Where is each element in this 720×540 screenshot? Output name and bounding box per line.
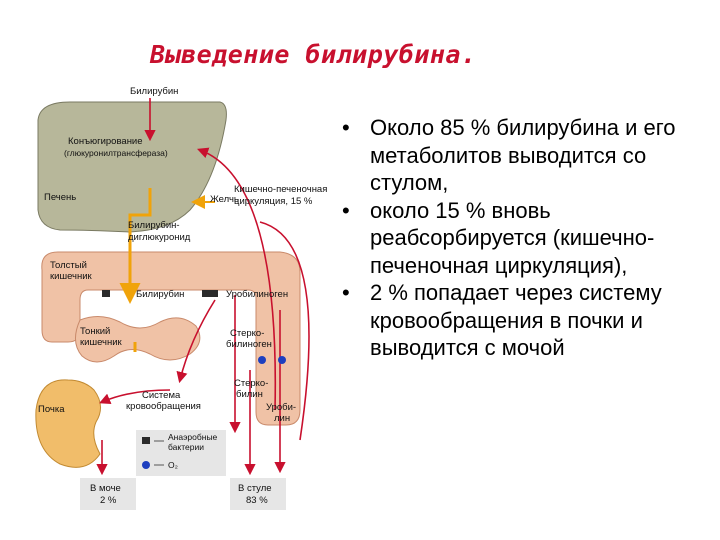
bullet-item: • около 15 % вновь реабсорбируется (кише… [336, 197, 716, 280]
label-stercobilinogen-2: билиноген [226, 339, 272, 350]
bullet-text: около 15 % вновь реабсорбируется (кишечн… [370, 197, 655, 278]
label-stool-2: 83 % [246, 495, 268, 506]
label-stercobilin-2: билин [236, 389, 263, 400]
label-circulation-1: Система [142, 390, 181, 401]
large-intestine-shape [41, 251, 301, 426]
legend-oxygen-label: O₂ [168, 460, 178, 470]
oxygen-marker [278, 356, 286, 364]
oxygen-marker [258, 356, 266, 364]
label-circulation-2: кровообращения [126, 401, 201, 412]
bile-flow-arrow [119, 188, 152, 304]
label-bilirubin-mid: Билирубин [136, 289, 184, 300]
legend-bacteria-label-2: бактерии [168, 442, 204, 452]
label-urobilin-1: Уроби- [266, 402, 296, 413]
label-kidney: Почка [38, 404, 65, 415]
label-bilirubin-top: Билирубин [130, 86, 178, 97]
label-small-intestine-1: Тонкий [80, 326, 110, 337]
bullet-item: • Около 85 % билирубина и его метаболито… [336, 114, 716, 197]
stercobilinogen-arrow [176, 299, 216, 384]
stool-output-box [230, 478, 286, 510]
label-stool-1: В стуле [238, 483, 272, 494]
label-urine-1: В моче [90, 483, 121, 494]
label-small-intestine-2: кишечник [80, 337, 123, 348]
liver-shape [37, 101, 227, 233]
label-bile: Желчь [210, 194, 239, 205]
label-large-intestine-1: Толстый [50, 260, 87, 271]
legend-bacteria-label-1: Анаэробные [168, 432, 218, 442]
bullet-marker: • [342, 280, 350, 305]
label-enterohepatic-1: Кишечно-печеночная [234, 184, 327, 195]
label-large-intestine-2: кишечник [50, 271, 93, 282]
legend-bacteria-swatch [142, 437, 150, 444]
label-conjugation: Конъюгирование [68, 136, 143, 147]
label-liver: Печень [44, 192, 76, 203]
label-conjugation-enzyme: (глюкуронилтрансфераза) [64, 148, 168, 158]
bullet-item: • 2 % попадает через систему кровообраще… [336, 279, 716, 362]
label-stercobilinogen-1: Стерко- [230, 328, 264, 339]
bullet-text: Около 85 % билирубина и его метаболитов … [370, 115, 676, 195]
bullet-text: 2 % попадает через систему кровообращени… [370, 280, 662, 360]
urine-output-box [80, 478, 136, 510]
circulation-to-kidney-arrow [99, 389, 171, 404]
label-urobilinogen: Уробилиноген [226, 289, 288, 300]
label-urobilin-2: лин [274, 413, 290, 424]
bilirubin-excretion-diagram: Билирубин Конъюгирование (глюкуронилтран… [35, 86, 327, 510]
kidney-shape [35, 379, 101, 468]
conjugation-return-arrow [197, 147, 277, 411]
bacteria-marker [202, 290, 210, 297]
bullet-marker: • [342, 115, 350, 140]
label-stercobilin-1: Стерко- [234, 378, 268, 389]
label-urine-2: 2 % [100, 495, 117, 506]
bacteria-marker [102, 290, 110, 297]
slide-title: Выведение билирубина. [150, 40, 477, 69]
enterohepatic-arrow [259, 221, 310, 441]
label-bilirubin-diglucuronide-1: Билирубин- [128, 220, 180, 231]
bullet-list: • Около 85 % билирубина и его метаболито… [336, 114, 716, 362]
small-intestine-shape [75, 316, 201, 363]
legend-oxygen-swatch [142, 461, 150, 469]
label-bilirubin-diglucuronide-2: диглюкуронид [128, 232, 191, 243]
bullet-marker: • [342, 197, 350, 223]
label-enterohepatic-2: циркуляция, 15 % [234, 196, 313, 207]
legend-box [136, 430, 226, 476]
bacteria-marker [210, 290, 218, 297]
